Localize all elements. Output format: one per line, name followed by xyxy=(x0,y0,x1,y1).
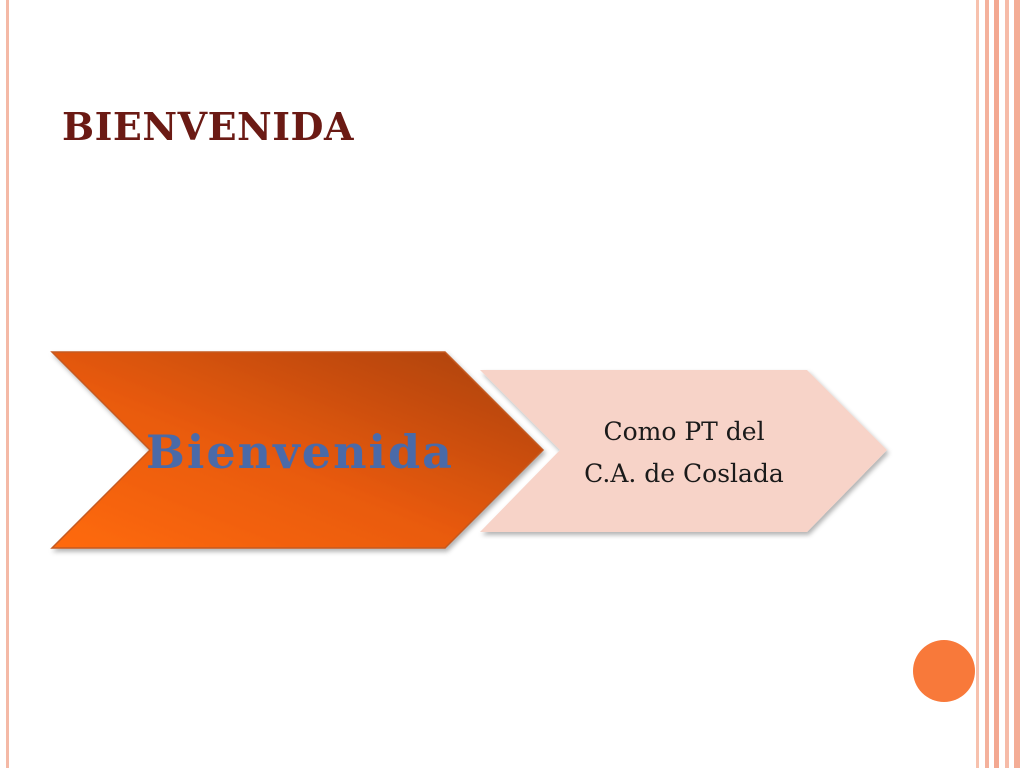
right-stripe-decoration xyxy=(976,0,1024,768)
step2-line2: C.A. de Coslada xyxy=(584,459,784,488)
chevron-step-1: Bienvenida xyxy=(50,351,545,549)
left-border xyxy=(6,0,9,768)
accent-circle xyxy=(913,640,975,702)
step2-line1: Como PT del xyxy=(603,417,764,446)
chevron-step-2: Como PT del C.A. de Coslada xyxy=(480,370,887,532)
slide-title: BIENVENIDA xyxy=(62,104,354,149)
step1-label: Bienvenida xyxy=(146,425,454,479)
